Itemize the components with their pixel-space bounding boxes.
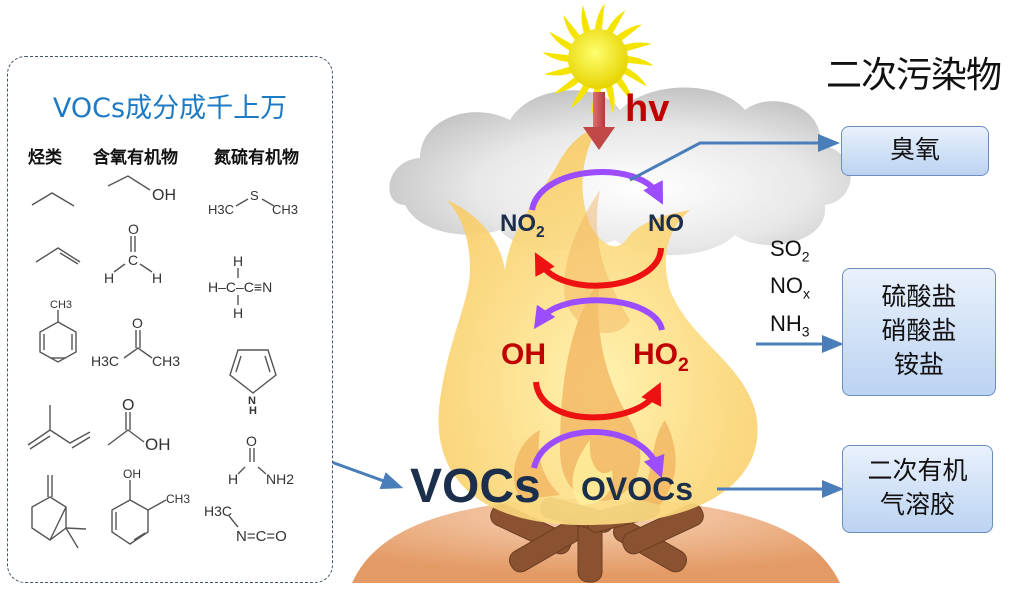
ethanol-label: OH bbox=[152, 187, 176, 204]
molecule-ethanol bbox=[107, 175, 151, 191]
toluene-label: CH3 bbox=[50, 299, 72, 311]
dms-s: S bbox=[250, 188, 259, 203]
molecule-acetone bbox=[123, 330, 153, 359]
output-ammonium: 铵盐 bbox=[893, 350, 944, 379]
sun-ray bbox=[544, 65, 576, 76]
sun-ray bbox=[549, 31, 576, 53]
formamide-h: H bbox=[228, 471, 238, 487]
sun-ray bbox=[542, 52, 573, 63]
molecule-propane bbox=[31, 192, 75, 207]
molecule-acetic-acid bbox=[107, 412, 145, 446]
arrow-ho2-to-oh bbox=[533, 297, 665, 332]
output-soa-line2: 气溶胶 bbox=[879, 490, 955, 519]
sun-ray bbox=[553, 74, 583, 94]
formaldehyde-h1: H bbox=[104, 270, 114, 286]
pyrrole-h: H bbox=[249, 405, 257, 417]
acetone-h3c: H3C bbox=[91, 353, 119, 369]
molecule-o-cresol bbox=[111, 480, 167, 545]
acetonitrile-h-top: H bbox=[233, 253, 243, 269]
species-vocs: VOCs bbox=[410, 460, 541, 513]
sun-ray bbox=[620, 42, 652, 53]
acetone-ch3: CH3 bbox=[152, 353, 180, 369]
sun-ray bbox=[620, 65, 647, 87]
output-soa-line1: 二次有机 bbox=[867, 456, 968, 485]
species-oh: OH bbox=[501, 338, 546, 371]
sun-ray bbox=[604, 10, 626, 37]
sun-ray bbox=[581, 5, 592, 37]
column-header-hydrocarbons: 烃类 bbox=[28, 148, 62, 168]
o-cresol-ch3: CH3 bbox=[166, 492, 190, 506]
molecule-beta-pinene bbox=[31, 475, 87, 549]
formamide-o: O bbox=[246, 433, 257, 449]
species-no: NO bbox=[648, 210, 684, 237]
precursor-nh3: NH3 bbox=[770, 310, 810, 340]
sun-ray bbox=[613, 74, 633, 104]
output-nitrate: 硝酸盐 bbox=[881, 316, 957, 345]
mic-h3c: H3C bbox=[204, 503, 232, 519]
output-sulfate: 硫酸盐 bbox=[881, 282, 957, 311]
pyrrole-n: N bbox=[248, 395, 256, 407]
sun-ray bbox=[613, 24, 643, 44]
secondary-pollutants-title: 二次污染物 bbox=[826, 55, 1002, 96]
formaldehyde-o: O bbox=[128, 221, 139, 237]
molecule-formaldehyde bbox=[113, 236, 153, 273]
output-ozone: 臭氧 bbox=[841, 126, 989, 176]
molecule-structures: CH3 OH O C H H O H3C CH3 O OH OH CH3 H3C… bbox=[27, 175, 298, 549]
arrow-no2-to-no bbox=[529, 169, 664, 211]
o-cresol-oh: OH bbox=[123, 467, 141, 481]
panel-title: VOCs成分成千上万 bbox=[52, 93, 288, 124]
acetonitrile-h-bottom: H bbox=[233, 305, 243, 321]
molecule-isoprene bbox=[27, 405, 91, 450]
dms-ch3: CH3 bbox=[272, 202, 298, 217]
species-no2: NO2 bbox=[500, 210, 545, 241]
mic-nco: N=C=O bbox=[236, 528, 287, 545]
sun-ray bbox=[604, 81, 615, 113]
voc-composition-panel bbox=[7, 56, 333, 583]
flame-core bbox=[572, 440, 613, 505]
arrow-to-ozone bbox=[629, 134, 840, 182]
formamide-nh2: NH2 bbox=[266, 471, 294, 487]
light-label-hv: hv bbox=[625, 88, 670, 130]
arrow-oh-to-ho2 bbox=[533, 381, 662, 421]
sun-ray bbox=[594, 3, 605, 34]
molecule-toluene bbox=[39, 310, 77, 363]
acetone-o: O bbox=[132, 315, 143, 331]
molecule-propene bbox=[35, 247, 81, 265]
output-inorganic-salts: 硫酸盐 硝酸盐 铵盐 bbox=[842, 268, 996, 396]
molecule-pyrrole bbox=[229, 349, 277, 394]
precursor-nox: NOx bbox=[770, 273, 810, 302]
light-arrow bbox=[583, 92, 615, 150]
acetonitrile-chain: H–C–C≡N bbox=[208, 279, 272, 295]
sun-icon bbox=[542, 3, 654, 115]
arrow-vocs-to-ovocs bbox=[531, 429, 665, 479]
sun-ray bbox=[563, 14, 583, 44]
molecule-dimethyl-sulfide bbox=[235, 198, 275, 207]
formaldehyde-h2: H bbox=[152, 270, 162, 286]
species-ovocs: OVOCs bbox=[581, 471, 694, 507]
acetic-acid-oh: OH bbox=[145, 435, 171, 454]
species-ho2: HO2 bbox=[633, 338, 689, 376]
formaldehyde-c: C bbox=[128, 252, 138, 268]
acetic-acid-o: O bbox=[122, 397, 134, 414]
precursor-list: SO2 NOx NH3 bbox=[770, 234, 810, 346]
dms-h3c: H3C bbox=[208, 202, 234, 217]
arrow-no-to-no2 bbox=[534, 247, 664, 289]
sun-ray bbox=[623, 55, 654, 66]
precursor-so2: SO2 bbox=[770, 236, 810, 265]
column-header-oxygenated: 含氧有机物 bbox=[93, 148, 178, 168]
sun-ray bbox=[570, 81, 592, 108]
molecule-methyl-isocyanate bbox=[228, 515, 239, 528]
molecule-formamide bbox=[237, 448, 267, 475]
column-header-nitrogen-sulfur: 氮硫有机物 bbox=[214, 148, 299, 168]
output-secondary-organic-aerosol: 二次有机 气溶胶 bbox=[842, 445, 993, 533]
